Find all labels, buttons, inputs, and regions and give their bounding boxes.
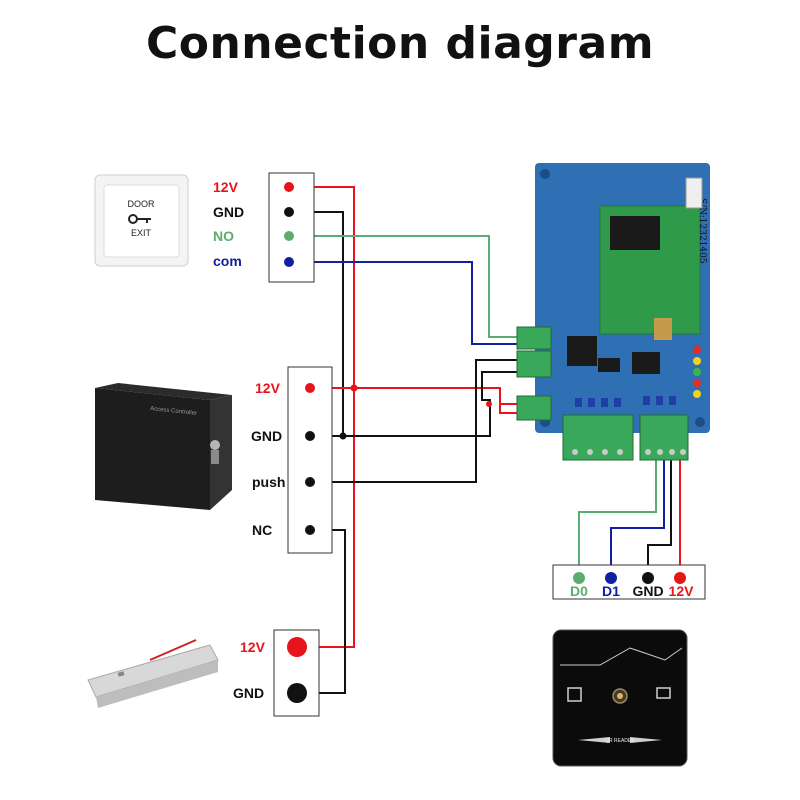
reader-terminal-d1 [605,572,617,584]
junction-dot [350,384,358,392]
board-led [693,379,701,387]
board-module-chip [610,216,660,250]
board-mount-hole [540,169,550,179]
diagram-title: Connection diagram [145,18,655,69]
qr-code-icon [567,687,582,702]
supply-terminal-label-12v: 12V [255,380,281,396]
lock-face [96,660,218,708]
board-terminal-left-1 [516,326,552,350]
supply-terminal-label-nc: NC [252,522,272,538]
junction-dot [339,432,347,440]
wire-black-supply-push [310,359,521,483]
board-relay [598,358,620,372]
wire-black-reader-gnd [647,452,672,578]
board-connector [685,177,703,209]
wire-green-exit-no [289,235,521,338]
reader-label: QR READER [605,738,635,744]
control-board: S/N:12321405 [516,163,710,461]
reader-terminal-d0 [573,572,585,584]
reader-terminals: D0 D1 GND 12V [570,572,694,599]
wire-blue-d1 [610,452,665,578]
supply-terminal-label-gnd: GND [251,428,282,444]
board-led [693,368,701,376]
supply-top [95,383,232,400]
reader-decor-line [560,647,683,666]
supply-terminal-push [305,477,315,487]
lock-key-icon [210,440,220,464]
exit-terminal-com [284,257,294,267]
wire-red-exit-12v [289,186,355,648]
supply-terminal-label-push: push [252,474,285,490]
lock-terminal-12v [287,637,307,657]
reader-terminal-label-12v: 12V [669,583,695,599]
board-terminal-left-3 [516,395,552,421]
exit-button-line1: DOOR [128,199,156,209]
reader-arrow-left [578,737,610,743]
lock-terminal-gnd [287,683,307,703]
reader-terminal-label-d1: D1 [602,583,620,599]
reader-terminal-12v [674,572,686,584]
board-led [693,357,701,365]
board-terminal-left-2 [516,350,552,378]
lock-screw [117,671,125,677]
supply-terminal-nc [305,525,315,535]
exit-terminal-label-no: NO [213,228,234,244]
exit-terminal-12v [284,182,294,192]
wire-red-supply-12v [310,387,521,405]
lock-terminal-label-12v: 12V [240,639,266,655]
exit-terminal-label-12v: 12V [213,179,239,195]
exit-button-device: DOOR EXIT [94,174,189,267]
supply-front [95,388,210,510]
supply-side [210,395,232,510]
lock-cable [149,639,197,661]
supply-terminals: 12V GND push NC [251,380,315,538]
reader-terminal-label-gnd: GND [632,583,663,599]
board-relay [567,336,597,366]
board-mount-hole [695,417,705,427]
supply-case-label: Access Controller [150,406,197,417]
lock-terminal-label-gnd: GND [233,685,264,701]
card-icon [656,687,671,699]
camera-icon-lens [617,693,623,699]
board-led [693,390,701,398]
wire-blue-exit-com [289,261,521,345]
reader-terminal-label-d0: D0 [570,583,588,599]
board-led [693,346,701,354]
junction-dot [486,401,492,407]
magnetic-lock-device [87,639,219,708]
key-icon [128,214,151,224]
reader-arrow-right [630,737,662,743]
lock-terminals: 12V GND [233,637,307,703]
board-relay [632,352,660,374]
exit-terminal-gnd [284,207,294,217]
wire-black-supply-gnd [310,371,521,437]
reader-terminal-gnd [642,572,654,584]
qr-reader-device: QR READER [552,629,688,767]
wire-red-board [499,404,521,414]
wire-green-d0 [578,452,657,578]
supply-terminal-gnd [305,431,315,441]
exit-terminal-no [284,231,294,241]
power-supply-device: Access Controller [95,383,232,510]
exit-terminal-label-com: com [213,253,242,269]
exit-button-face [103,184,180,258]
exit-terminals: 12V GND NO com [213,179,294,269]
supply-terminal-block [287,366,333,554]
board-capacitors [575,396,676,407]
exit-terminal-label-gnd: GND [213,204,244,220]
board-module-chip [654,318,672,340]
board-serial: S/N:12321405 [697,198,707,264]
board-terminal-screws [572,449,686,455]
exit-button-line2: EXIT [131,228,152,238]
supply-terminal-12v [305,383,315,393]
